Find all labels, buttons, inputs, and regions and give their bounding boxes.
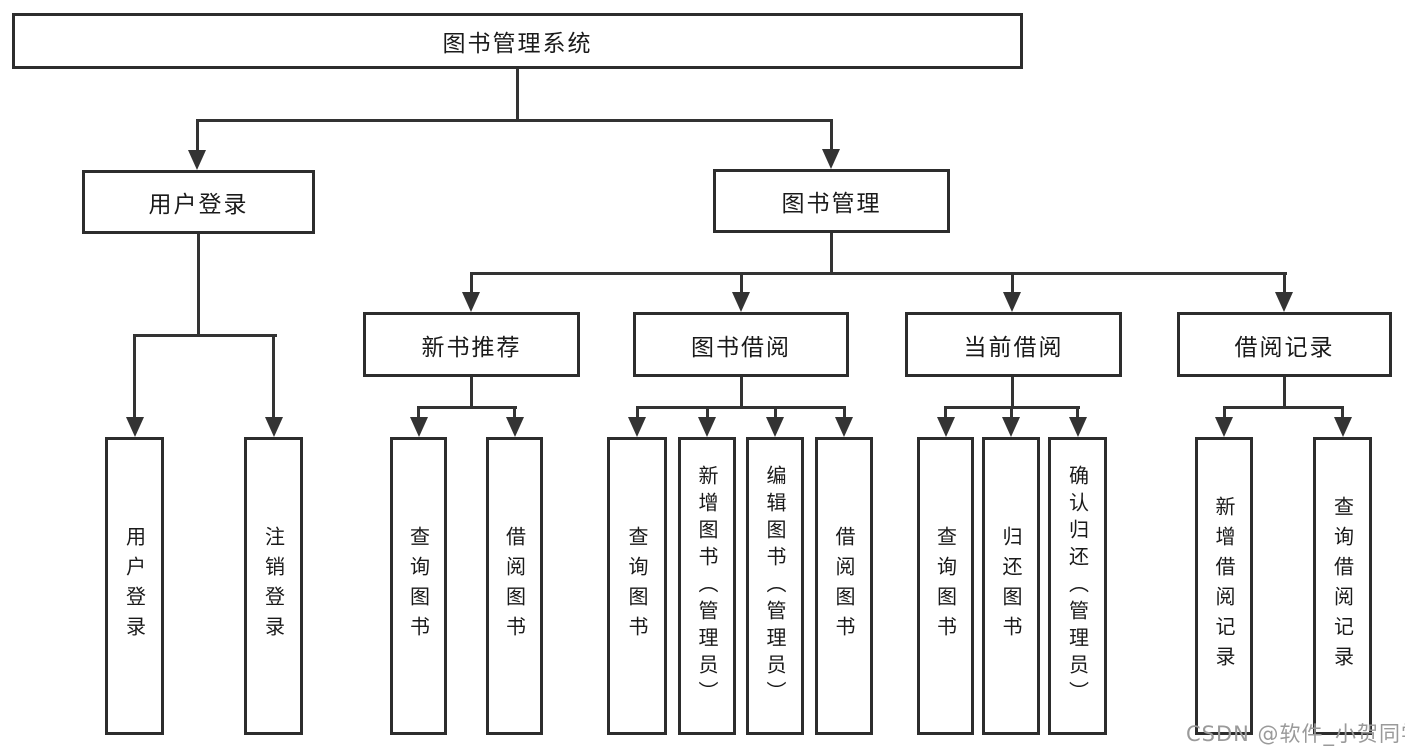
leaf-label: 注销登录	[261, 526, 286, 646]
leaf-confirm-return-admin: 确认归还（管理员）	[1048, 437, 1107, 735]
leaf-user-login: 用户登录	[105, 437, 164, 735]
leaf-query-borrow-record: 查询借阅记录	[1313, 437, 1372, 735]
connector-line	[740, 377, 743, 409]
leaf-add-borrow-record: 新增借阅记录	[1195, 437, 1253, 735]
node-borrowing-records: 借阅记录	[1177, 312, 1392, 377]
connector-line	[197, 234, 200, 337]
leaf-label: 新增借阅记录	[1212, 496, 1236, 676]
leaf-label: 查询借阅记录	[1330, 496, 1355, 676]
arrowhead-down-icon	[732, 292, 750, 312]
leaf-label: 借阅图书	[502, 526, 527, 646]
connector-line	[1011, 272, 1014, 294]
arrowhead-down-icon	[1003, 292, 1021, 312]
connector-line	[944, 406, 947, 419]
leaf-label: 编辑图书（管理员）	[763, 464, 787, 708]
arrowhead-down-icon	[628, 417, 646, 437]
connector-line	[1283, 272, 1286, 294]
connector-line	[1223, 406, 1226, 419]
leaf-query-books-3: 查询图书	[917, 437, 974, 735]
leaf-add-books-admin: 新增图书（管理员）	[678, 437, 736, 735]
node-label: 新书推荐	[421, 334, 522, 361]
connector-line	[470, 377, 473, 409]
leaf-query-books-2: 查询图书	[607, 437, 667, 735]
connector-line	[513, 406, 516, 419]
leaf-label: 确认归还（管理员）	[1065, 464, 1090, 708]
leaf-borrow-books-2: 借阅图书	[815, 437, 873, 735]
node-label: 用户登录	[148, 192, 249, 218]
arrowhead-down-icon	[126, 417, 144, 437]
leaf-label: 新增图书（管理员）	[695, 464, 719, 708]
node-label: 借阅记录	[1234, 334, 1335, 361]
arrowhead-down-icon	[1002, 417, 1020, 437]
leaf-label: 查询图书	[625, 526, 649, 646]
csdn-watermark: CSDN @软件_小贺同学	[1186, 722, 1405, 746]
arrowhead-down-icon	[937, 417, 955, 437]
connector-line	[196, 119, 833, 122]
leaf-label: 归还图书	[999, 526, 1023, 646]
connector-line	[133, 334, 277, 337]
leaf-label: 查询图书	[406, 526, 431, 646]
node-book-management: 图书管理	[713, 169, 950, 233]
arrowhead-down-icon	[506, 417, 524, 437]
arrowhead-down-icon	[822, 149, 840, 169]
node-root-system: 图书管理系统	[12, 13, 1023, 69]
connector-line	[417, 406, 420, 419]
connector-line	[636, 406, 639, 419]
node-user-login: 用户登录	[82, 170, 315, 234]
leaf-label: 借阅图书	[832, 526, 856, 646]
connector-line	[830, 233, 833, 275]
connector-line	[830, 119, 833, 151]
connector-line	[1076, 406, 1079, 419]
leaf-query-books-1: 查询图书	[390, 437, 447, 735]
arrowhead-down-icon	[188, 150, 206, 170]
connector-line	[1223, 406, 1344, 409]
node-label: 图书管理系统	[442, 31, 593, 57]
connector-line	[1011, 377, 1014, 409]
connector-line	[470, 272, 473, 294]
connector-line	[706, 406, 709, 419]
connector-line	[774, 406, 777, 419]
arrowhead-down-icon	[410, 417, 428, 437]
leaf-return-books: 归还图书	[982, 437, 1040, 735]
connector-line	[516, 69, 519, 122]
arrowhead-down-icon	[835, 417, 853, 437]
arrowhead-down-icon	[1069, 417, 1087, 437]
connector-line	[636, 406, 846, 409]
leaf-borrow-books-1: 借阅图书	[486, 437, 543, 735]
connector-line	[843, 406, 846, 419]
node-book-borrowing: 图书借阅	[633, 312, 849, 377]
arrowhead-down-icon	[265, 417, 283, 437]
arrowhead-down-icon	[1275, 292, 1293, 312]
connector-line	[417, 406, 517, 409]
arrowhead-down-icon	[698, 417, 716, 437]
leaf-logout: 注销登录	[244, 437, 303, 735]
leaf-label: 查询图书	[933, 526, 958, 646]
connector-line	[470, 272, 1287, 275]
node-new-book-recommend: 新书推荐	[363, 312, 580, 377]
connector-line	[133, 334, 136, 420]
connector-line	[1341, 406, 1344, 419]
arrowhead-down-icon	[766, 417, 784, 437]
node-label: 图书借阅	[691, 334, 791, 361]
arrowhead-down-icon	[1215, 417, 1233, 437]
connector-line	[272, 334, 275, 420]
arrowhead-down-icon	[462, 292, 480, 312]
leaf-label: 用户登录	[122, 526, 147, 646]
connector-line	[740, 272, 743, 294]
connector-line	[196, 119, 199, 152]
connector-line	[1283, 377, 1286, 409]
leaf-edit-books-admin: 编辑图书（管理员）	[746, 437, 804, 735]
connector-line	[1010, 406, 1013, 419]
arrowhead-down-icon	[1334, 417, 1352, 437]
node-label: 图书管理	[781, 191, 882, 217]
node-label: 当前借阅	[963, 334, 1064, 361]
node-current-borrowing: 当前借阅	[905, 312, 1122, 377]
